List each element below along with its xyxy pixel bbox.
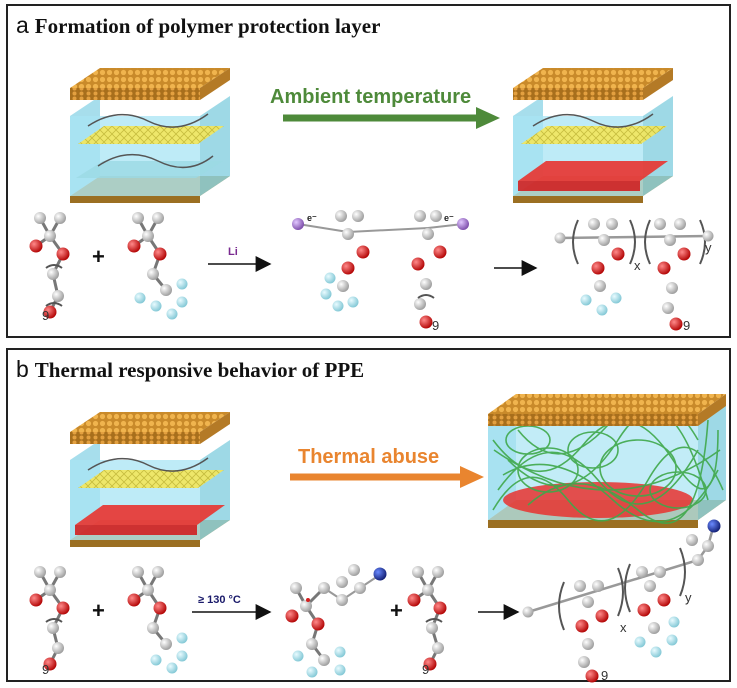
- cell-before-b: [70, 412, 230, 547]
- monomer-3-b: [407, 566, 447, 671]
- cell-before-a: [70, 68, 230, 203]
- subscript-9-b1: 9: [42, 662, 50, 677]
- decomposition-product-b: [285, 564, 387, 678]
- plus-sign-a: +: [92, 244, 105, 269]
- thermal-arrow-head: [460, 466, 484, 488]
- ambient-arrow-head: [476, 107, 500, 129]
- panel-b-illustration: [29, 394, 726, 683]
- reagent-li-label: Li: [228, 246, 238, 258]
- subscript-9-a1: 9: [42, 308, 50, 323]
- subscript-9-a3: 9: [683, 318, 691, 333]
- subscript-x-b: x: [620, 620, 627, 635]
- subscript-9-b3: 9: [601, 668, 609, 683]
- temperature-condition-label: ≥ 130 °C: [198, 594, 241, 606]
- dimer-product-a: [292, 210, 469, 329]
- monomer-2-a: [127, 212, 188, 320]
- panel-a-letter: a: [16, 12, 29, 38]
- ambient-temperature-label: Ambient temperature: [270, 86, 472, 108]
- cell-after-a: [513, 68, 673, 203]
- panel-a-illustration: [29, 68, 714, 331]
- subscript-9-b2: 9: [422, 662, 430, 677]
- subscript-9-a2: 9: [432, 318, 440, 333]
- monomer-2-b: [127, 566, 188, 674]
- panel-b-title-text: Thermal responsive behavior of PPE: [34, 358, 365, 382]
- cell-after-b: [488, 394, 726, 528]
- subscript-y-a: y: [705, 240, 712, 255]
- panel-b-letter: b: [16, 356, 29, 382]
- plus-sign-b1: +: [92, 598, 105, 623]
- copolymer-b: [522, 519, 721, 683]
- subscript-x-a: x: [634, 258, 641, 273]
- plus-sign-b2: +: [390, 598, 403, 623]
- electron-charge-1: e⁻: [307, 213, 317, 223]
- monomer-1-b: [29, 566, 70, 671]
- subscript-y-b: y: [685, 590, 692, 605]
- monomer-1-a: [29, 212, 70, 319]
- electron-charge-2: e⁻: [444, 213, 454, 223]
- panel-a-title-text: Formation of polymer protection layer: [34, 14, 381, 38]
- copolymer-a: [554, 218, 714, 331]
- thermal-abuse-label: Thermal abuse: [298, 446, 440, 468]
